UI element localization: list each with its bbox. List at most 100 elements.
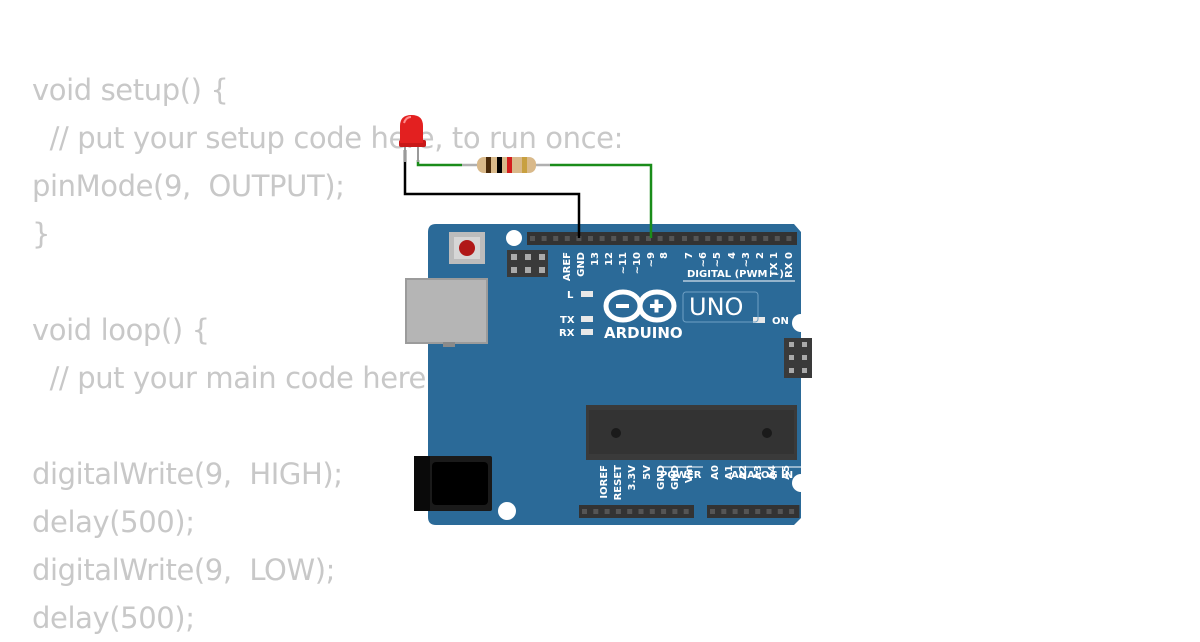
- header-pin[interactable]: [615, 509, 621, 514]
- atmega-chip: [586, 405, 797, 460]
- header-pin[interactable]: [599, 236, 605, 241]
- header-pin[interactable]: [774, 236, 780, 241]
- header-pin[interactable]: [710, 509, 715, 514]
- model-text: UNO: [689, 293, 743, 321]
- pin-label: A5: [781, 465, 792, 480]
- header-pin[interactable]: [789, 509, 795, 514]
- header-pin[interactable]: [657, 236, 663, 241]
- code-line: digitalWrite(9, LOW);: [32, 553, 336, 587]
- header-pin[interactable]: [669, 236, 675, 241]
- code-line: void loop() {: [32, 313, 210, 347]
- arduino-logo-icon: [603, 289, 677, 323]
- pin-label: 13: [590, 252, 601, 266]
- pin-label: 2: [755, 252, 766, 259]
- pin-label: GND: [670, 465, 681, 490]
- header-pin[interactable]: [611, 236, 617, 241]
- pin-label: 7: [684, 252, 695, 259]
- mounting-hole: [498, 502, 516, 520]
- header-pin[interactable]: [627, 509, 633, 514]
- header-pin[interactable]: [564, 236, 570, 241]
- header-pin[interactable]: [740, 236, 745, 241]
- led-on: ON: [753, 316, 789, 327]
- header-pin[interactable]: [728, 236, 734, 241]
- pin-label: 4: [727, 252, 738, 259]
- pin-label: ~5: [712, 252, 723, 267]
- header-pin[interactable]: [634, 236, 640, 241]
- header-pin[interactable]: [530, 236, 535, 241]
- pin-label: A4: [767, 465, 778, 480]
- mounting-hole: [506, 230, 522, 246]
- pin-label: IOREF: [599, 465, 610, 499]
- pin-label: 3.3V: [627, 465, 638, 491]
- code-line: pinMode(9, OUTPUT);: [32, 169, 345, 203]
- header-pin[interactable]: [743, 509, 749, 514]
- code-line: // put your main code here: [32, 361, 427, 395]
- pin-label: ~11: [618, 252, 629, 274]
- header-pin[interactable]: [622, 236, 628, 241]
- analog-header: [707, 505, 800, 518]
- wire-signal[interactable]: [550, 163, 653, 238]
- header-pin[interactable]: [661, 509, 667, 514]
- header-pin[interactable]: [588, 236, 593, 241]
- header-pin[interactable]: [553, 236, 559, 241]
- digital-header-left: [527, 232, 680, 245]
- pin-label: RESET: [613, 465, 624, 501]
- mounting-hole: [792, 314, 810, 332]
- power-header-label: POWER: [660, 470, 702, 481]
- pin-label: AREF: [562, 252, 573, 281]
- header-pin[interactable]: [672, 509, 678, 514]
- code-line: delay(500);: [32, 505, 195, 539]
- pin-label: A3: [753, 465, 764, 480]
- header-pin[interactable]: [721, 509, 727, 514]
- header-pin[interactable]: [682, 236, 687, 241]
- header-pin[interactable]: [777, 509, 783, 514]
- header-pin[interactable]: [766, 509, 772, 514]
- pin-label: 12: [604, 252, 615, 266]
- header-pin[interactable]: [763, 236, 769, 241]
- pin-label: A1: [724, 465, 735, 480]
- pin-label: GND: [656, 465, 667, 490]
- wire-led-anode[interactable]: [416, 160, 462, 167]
- resistor-component[interactable]: [462, 157, 550, 173]
- header-pin[interactable]: [786, 236, 792, 241]
- code-line: delay(500);: [32, 601, 195, 635]
- pin-label: A2: [738, 465, 749, 480]
- svg-text:ON: ON: [772, 316, 789, 327]
- icsp-header-right: [784, 338, 812, 378]
- led-component[interactable]: [399, 115, 426, 162]
- model-frame: [682, 291, 759, 323]
- header-pin[interactable]: [638, 509, 644, 514]
- header-pin[interactable]: [716, 236, 722, 241]
- brand-text: ARDUINO: [604, 324, 683, 342]
- header-pin[interactable]: [755, 509, 761, 514]
- pin-label: Vin: [684, 465, 695, 483]
- analog-header-label: ANALOG IN: [731, 470, 793, 481]
- pin-label: A0: [710, 465, 721, 480]
- usb-port: [405, 278, 488, 347]
- code-line: void setup() {: [32, 73, 229, 107]
- header-pin[interactable]: [646, 236, 651, 241]
- pin-label: TX 1: [769, 252, 780, 277]
- header-pin[interactable]: [732, 509, 738, 514]
- header-pin[interactable]: [693, 236, 699, 241]
- header-pin[interactable]: [541, 236, 547, 241]
- pin-label: ~3: [741, 252, 752, 267]
- header-pin[interactable]: [593, 509, 599, 514]
- header-pin[interactable]: [649, 509, 655, 514]
- header-pin[interactable]: [705, 236, 711, 241]
- reset-button[interactable]: [449, 232, 485, 264]
- svg-text:L: L: [567, 290, 574, 301]
- header-pin[interactable]: [683, 509, 689, 514]
- svg-text:TX: TX: [560, 315, 575, 326]
- pin-label: ~10: [632, 252, 643, 274]
- header-pin[interactable]: [582, 509, 587, 514]
- digital-header-label: DIGITAL (PWM ~): [687, 269, 784, 280]
- wire-gnd[interactable]: [403, 150, 581, 238]
- led-tx: TX: [560, 315, 593, 326]
- header-pin[interactable]: [604, 509, 610, 514]
- pin-label: 8: [659, 252, 670, 259]
- header-pin[interactable]: [751, 236, 757, 241]
- header-pin[interactable]: [576, 236, 582, 241]
